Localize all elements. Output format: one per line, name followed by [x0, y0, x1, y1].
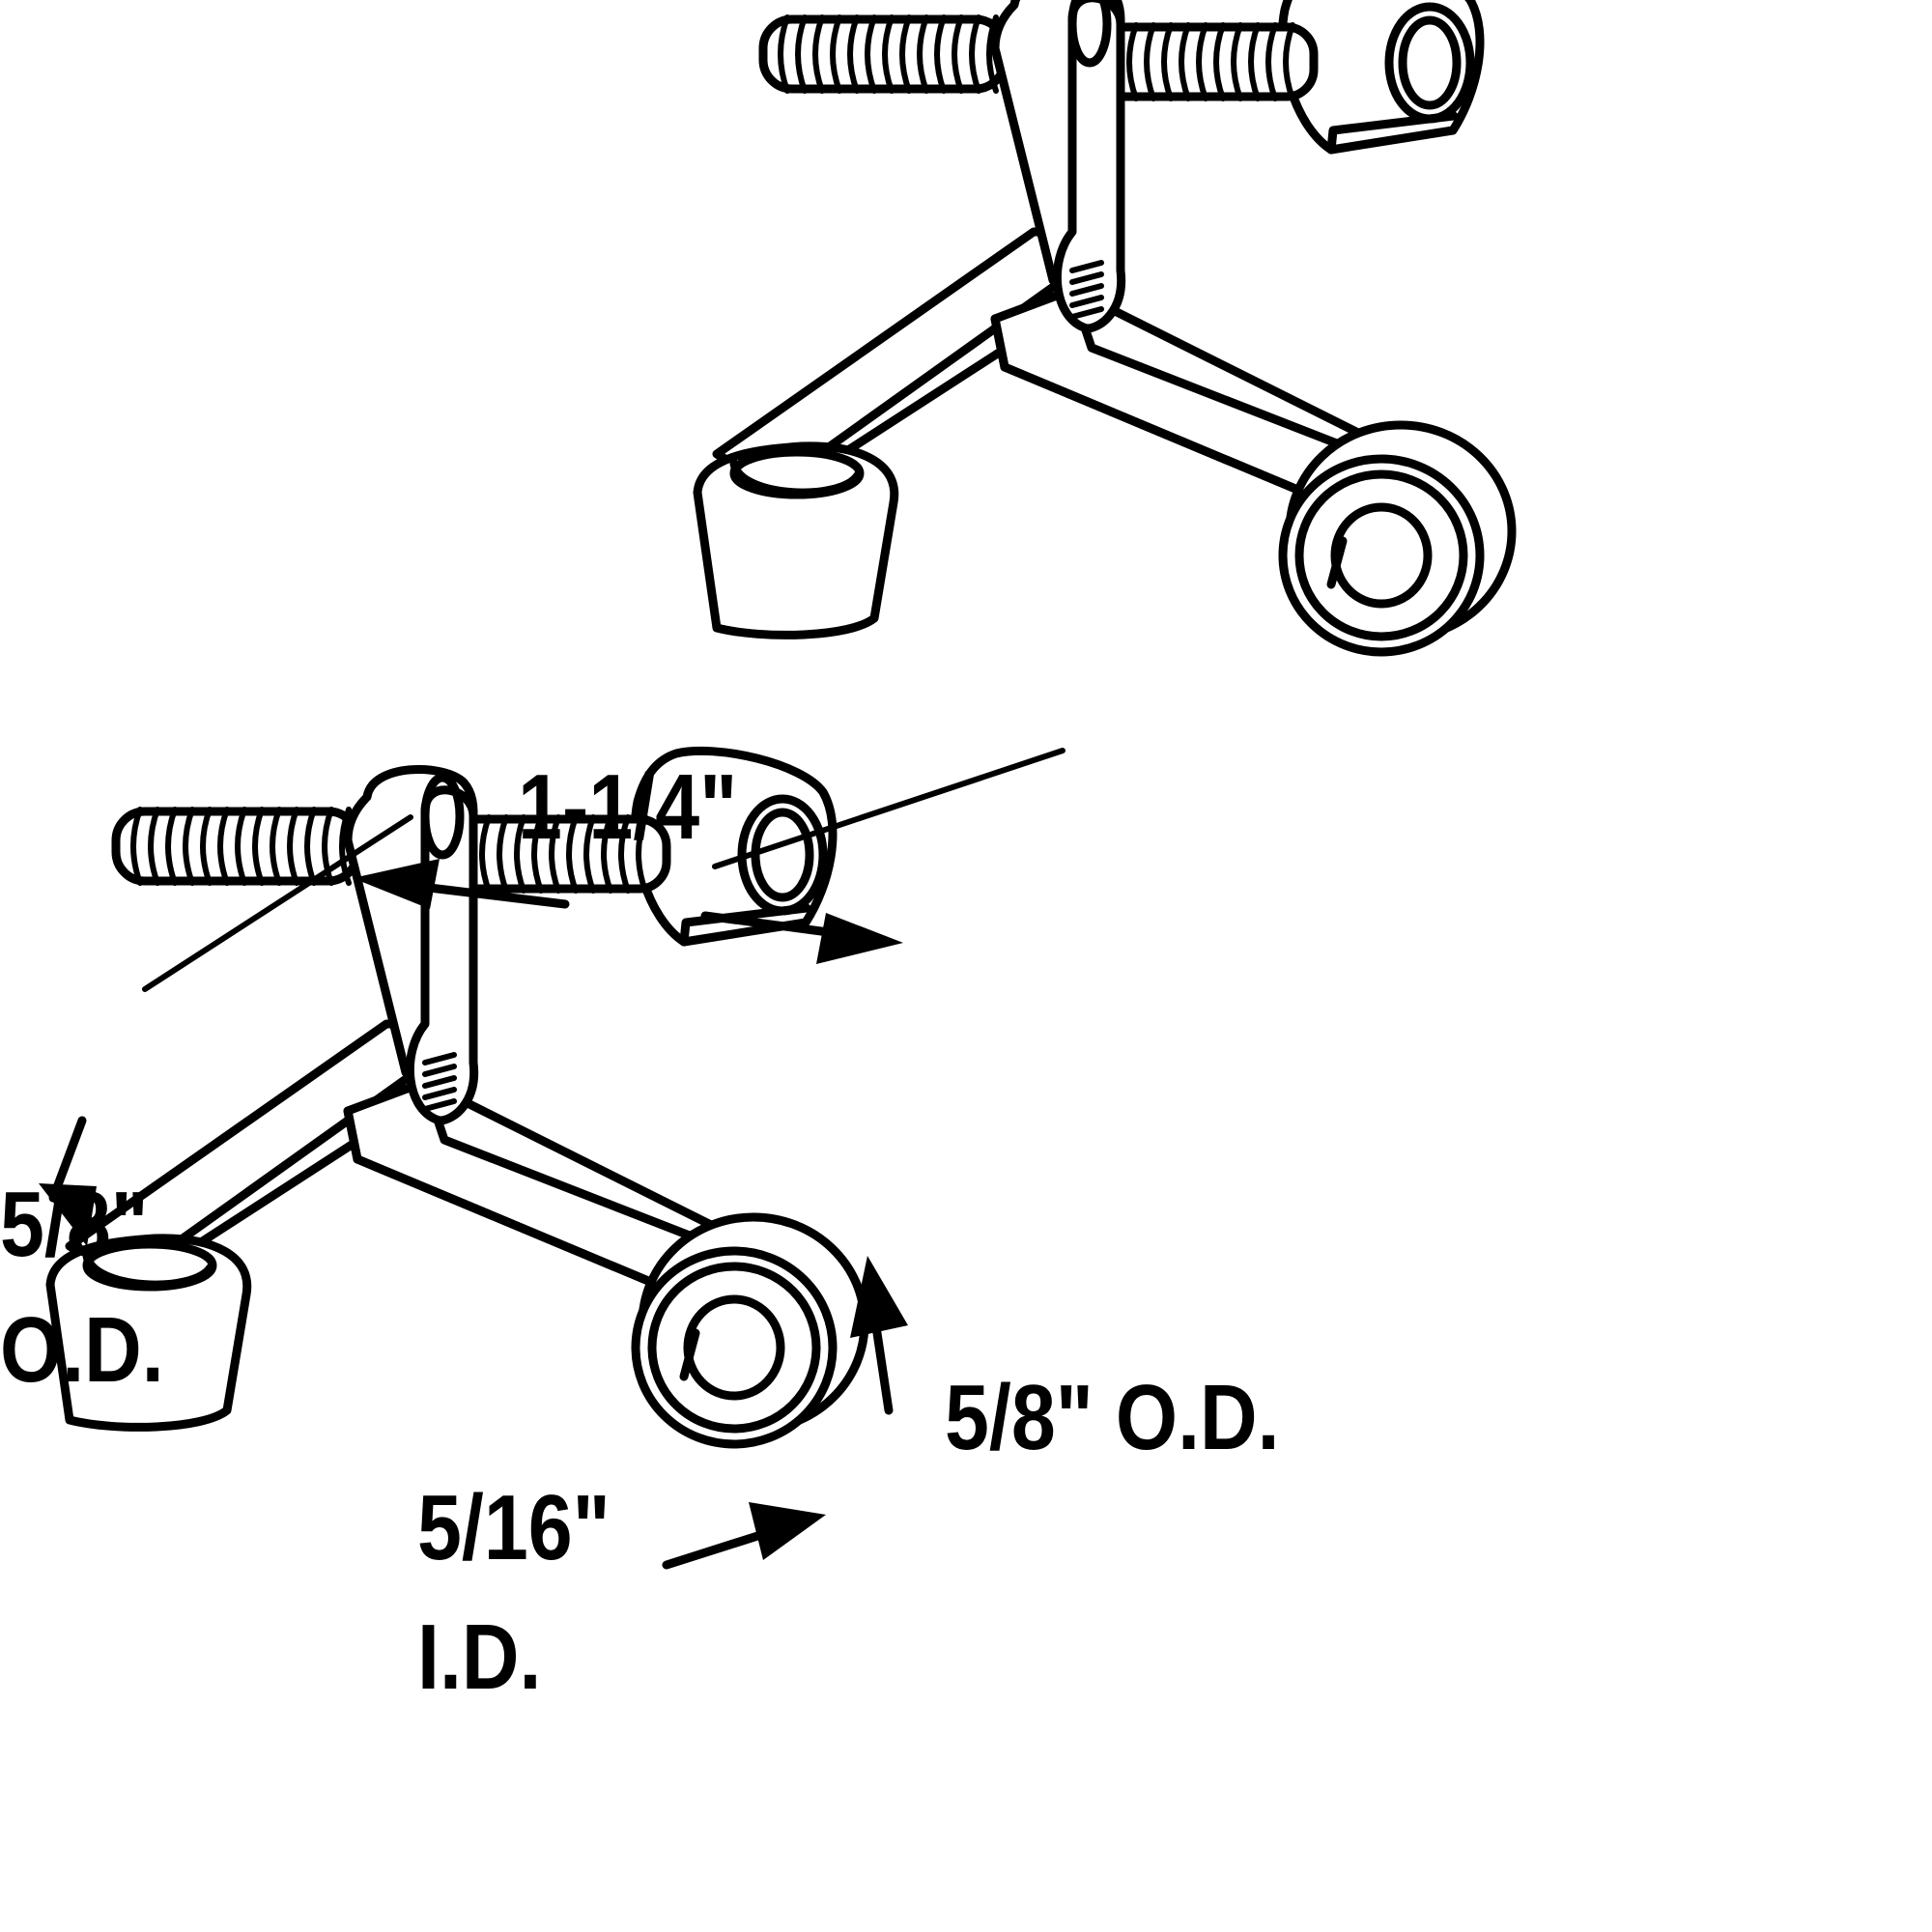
id-label-line2: I.D. [417, 1605, 542, 1709]
length-dimension-label: 1-1/4" [518, 755, 738, 859]
od-left-label-line1: 5/8" [0, 1173, 149, 1276]
length-dimension-lines [142, 748, 1065, 992]
hinge-pin-stop-back [697, 0, 1512, 652]
od-left-arrow [39, 1116, 97, 1246]
od-left-label-line2: O.D. [0, 1298, 164, 1402]
od-right-label: 5/8" O.D. [945, 1366, 1280, 1469]
od-right-arrow [850, 1256, 908, 1415]
id-label-line1: 5/16" [417, 1476, 611, 1579]
id-arrow [662, 1502, 826, 1570]
